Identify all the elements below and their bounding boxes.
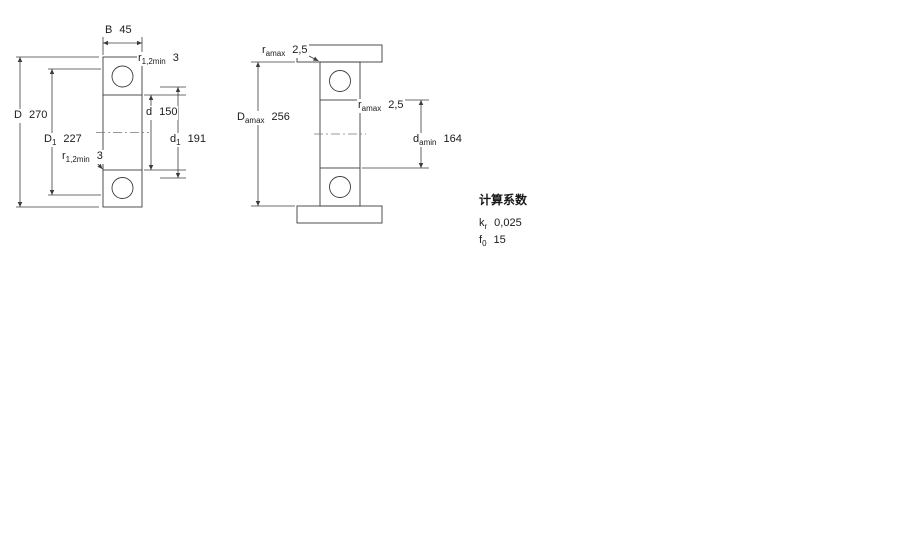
leader-ra-top (308, 55, 319, 62)
view2-abutment-section (296, 44, 383, 224)
view2-housing-bottom-section (296, 205, 383, 224)
view1-top-ring-section (102, 56, 143, 96)
view1-dimension-lines (16, 37, 186, 208)
view2-top-ball (329, 70, 351, 92)
view1-bottom-ring-section (102, 169, 143, 208)
view2-housing-top-section (296, 44, 383, 63)
calculation-factors-heading: 计算系数 (479, 193, 528, 207)
view2-bottom-ball (329, 176, 351, 198)
view1-top-ball (111, 65, 134, 88)
view1-bearing-section (96, 56, 149, 208)
view1-bottom-ball (111, 177, 134, 199)
view2-top-ring-section (319, 61, 361, 101)
